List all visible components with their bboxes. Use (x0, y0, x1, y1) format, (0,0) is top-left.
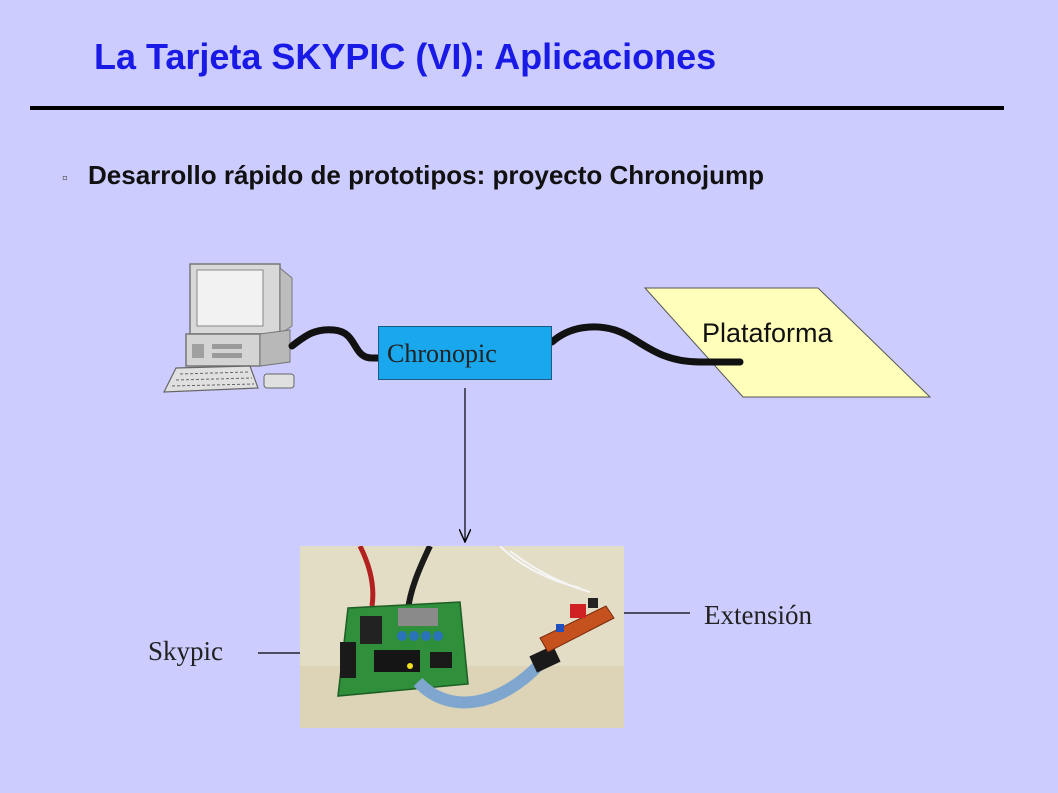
chronopic-box: Chronopic (378, 326, 552, 380)
cable-computer-chronopic (288, 326, 384, 362)
computer-icon (163, 263, 295, 393)
plataforma-label: Plataforma (702, 318, 833, 348)
title-divider (30, 106, 1004, 110)
chronopic-label: Chronopic (387, 339, 497, 368)
bullet-icon: ▫ (62, 170, 68, 187)
page-title: La Tarjeta SKYPIC (VI): Aplicaciones (94, 36, 717, 77)
skypic-board-photo (300, 546, 624, 728)
skypic-label: Skypic (148, 636, 224, 666)
extension-label: Extensión (704, 600, 812, 630)
cable-chronopic-plataforma (548, 323, 744, 366)
bullet-text: Desarrollo rápido de prototipos: proyect… (88, 160, 765, 190)
